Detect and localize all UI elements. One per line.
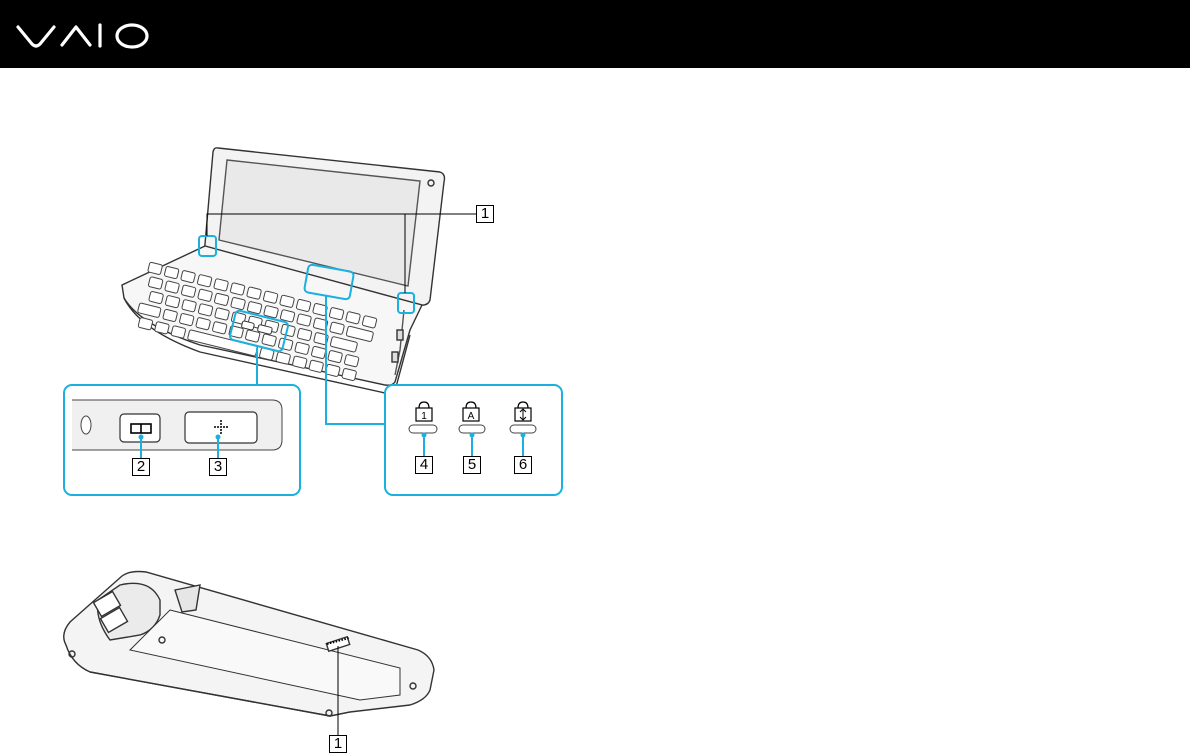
callout-speakers-top: 1: [476, 205, 494, 223]
laptop-bottom-view: [64, 572, 434, 717]
callout-speaker-bottom: 1: [329, 735, 347, 753]
svg-text:A: A: [468, 411, 475, 422]
laptop-figure: 1 A: [0, 68, 600, 756]
touch-buttons-detail: [64, 385, 300, 495]
page-header: [0, 0, 1190, 68]
indicator-lights-detail: 1 A: [385, 385, 562, 495]
callout-caps-lock: 5: [463, 456, 481, 474]
callout-right-button: 3: [209, 458, 227, 476]
svg-text:1: 1: [421, 411, 427, 422]
callout-scroll-lock: 6: [514, 456, 532, 474]
callout-left-button: 2: [132, 458, 150, 476]
vaio-logo: [14, 20, 154, 50]
callout-num-lock: 4: [415, 456, 433, 474]
